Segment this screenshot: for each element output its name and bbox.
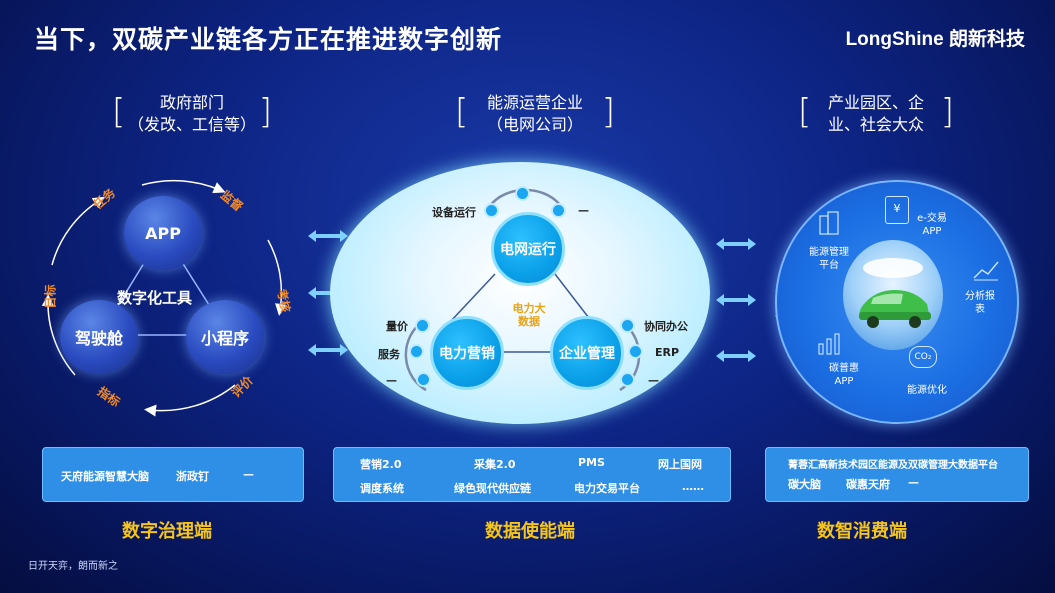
system-jingronghui-platform: 菁蓉汇高新技术园区能源及双碳管理大数据平台 [788,460,998,471]
node-dot [620,372,635,387]
node-dot [484,203,499,218]
node-dot [415,318,430,333]
node-dot [551,203,566,218]
carbon-chart-icon [818,333,840,355]
system-zhezhengding: 浙政钉 [176,470,209,483]
cycle-label-goal: 目标 [43,284,58,309]
bracket-left: [ [112,92,126,132]
green-car-icon [859,258,931,328]
node-dot [416,372,431,387]
system-green-supply-chain: 绿色现代供应链 [454,482,531,495]
building-icon [819,211,839,235]
footer-note: 日开天弈，朗而新之 [28,561,118,572]
system-power-trading: 电力交易平台 [574,482,640,495]
header-energy-operator: [ 能源运营企业 （电网公司） ] [455,92,615,136]
system-carbon-tianfu: 碳惠天府 [846,478,890,491]
digital-tools-label: 数字化工具 [117,289,193,307]
energy-data-ellipse [330,162,710,424]
header-line1: 政府部门 [159,93,224,112]
grid-operation-node: 电网运行 [491,212,565,286]
system-dash: — [243,468,254,481]
header-line2: （电网公司） [486,115,583,134]
system-dash: — [908,476,919,489]
footer-digital-consumption: 数智消费端 [817,521,907,542]
system-online-grid: 网上国网 [658,458,702,471]
item-service: 服务 [378,348,400,361]
energy-mgmt-platform-label: 能源管理平台 [809,247,849,271]
header-line1: 产业园区、企 [827,93,924,112]
consumer-systems-box: 菁蓉汇高新技术园区能源及双碳管理大数据平台 碳大脑 碳惠天府 — [765,447,1029,502]
governance-systems-box: 天府能源智慧大脑 浙政钉 — [42,447,304,502]
power-marketing-node: 电力营销 [430,316,504,390]
cockpit-circle: 驾驶舱 [60,300,138,374]
bracket-right: ] [940,92,954,132]
co2-cloud-icon: CO₂ [909,346,937,368]
node-dot [409,344,424,359]
analysis-report-label: 分析报表 [965,291,995,315]
system-dispatch: 调度系统 [360,482,404,495]
page-title: 当下，双碳产业链各方正在推进数字创新 [34,25,503,54]
bracket-right: ] [258,92,272,132]
bracket-left: [ [798,92,812,132]
node-dot [620,318,635,333]
carbon-benefit-app-label: 碳普惠APP [829,363,859,387]
e-trade-app-label: e-交易APP [917,213,947,237]
app-circle: APP [124,196,202,270]
yuan-phone-icon: ¥ [885,196,909,224]
item-dash: — [578,204,589,217]
header-industry-park: [ 产业园区、企 业、社会大众 ] [798,92,954,136]
system-carbon-brain: 碳大脑 [788,478,821,491]
header-line2: （发改、工信等） [127,115,256,134]
analytics-chart-icon [973,261,999,281]
enterprise-mgmt-node: 企业管理 [550,316,624,390]
item-equipment-operation: 设备运行 [432,206,476,219]
node-dot [628,344,643,359]
system-pms: PMS [578,456,605,469]
mini-program-circle: 小程序 [186,300,264,374]
header-government: [ 政府部门 （发改、工信等） ] [112,92,272,136]
node-dot [515,186,530,201]
bracket-right: ] [601,92,615,132]
bidirectional-arrows-left [308,230,348,356]
item-erp: ERP [655,346,680,359]
item-dash: — [648,374,659,387]
data-enablement-box: 营销2.0 采集2.0 PMS 网上国网 调度系统 绿色现代供应链 电力交易平台… [333,447,731,502]
item-dash: — [386,374,397,387]
system-ellipsis: …… [682,480,704,493]
bracket-left: [ [455,92,469,132]
header-line2: 业、社会大众 [827,115,924,134]
power-big-data-label: 电力大数据 [512,302,546,328]
system-marketing-2: 营销2.0 [360,458,402,471]
car-image-area [843,240,943,350]
header-line1: 能源运营企业 [486,93,583,112]
footer-data-enablement: 数据使能端 [485,521,575,542]
footer-digital-governance: 数字治理端 [122,521,212,542]
item-volume-price: 量价 [386,320,408,333]
cycle-ring [41,179,287,417]
system-collection-2: 采集2.0 [474,458,516,471]
item-collab-office: 协同办公 [644,320,688,333]
energy-optimization-label: 能源优化 [907,385,947,396]
system-tianfu-brain: 天府能源智慧大脑 [61,470,149,483]
company-logo: LongShine 朗新科技 [845,29,1025,50]
bidirectional-arrows-right [716,238,756,362]
